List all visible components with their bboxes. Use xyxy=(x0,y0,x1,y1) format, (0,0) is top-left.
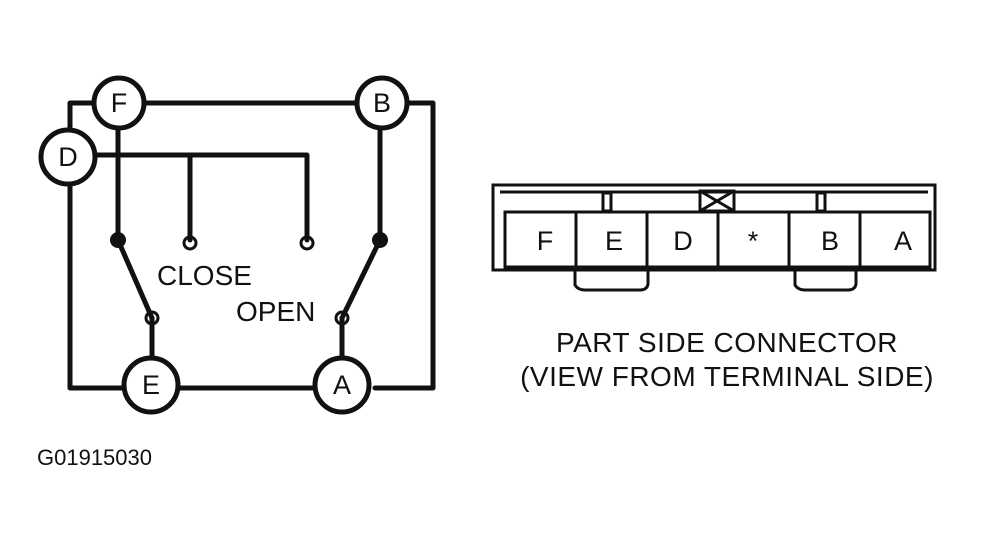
switch-arm-right xyxy=(339,237,383,321)
connector-caption-title: PART SIDE CONNECTOR xyxy=(556,327,898,358)
contact-filled-right xyxy=(372,232,388,248)
wire-f-d xyxy=(67,100,101,133)
open-label: OPEN xyxy=(236,296,315,327)
terminal-b-label: B xyxy=(373,88,391,118)
contact-open-a xyxy=(334,310,350,326)
contact-open-close-right xyxy=(299,235,315,251)
close-label: CLOSE xyxy=(157,260,252,291)
connector-pin: F xyxy=(537,226,554,256)
terminal-a-label: A xyxy=(333,370,351,400)
connector-key-left xyxy=(601,191,613,213)
connector-housing xyxy=(491,183,937,272)
switch-arm-left xyxy=(115,237,155,321)
terminal-d: D xyxy=(38,127,98,187)
connector-pin: * xyxy=(748,226,759,256)
terminal-a: A xyxy=(312,355,372,415)
wire-b-a-right xyxy=(372,100,436,391)
connector-key-right xyxy=(815,191,827,213)
connector-caption-subtitle: (VIEW FROM TERMINAL SIDE) xyxy=(520,361,934,392)
connector-tab-right xyxy=(793,270,858,292)
wire-d-open-contact xyxy=(92,152,310,243)
connector-pin: A xyxy=(894,226,912,256)
figure-code: G01915030 xyxy=(37,445,152,470)
terminal-f-label: F xyxy=(111,88,128,118)
terminal-e: E xyxy=(121,355,181,415)
connector: F E D * B A xyxy=(491,183,937,292)
terminal-e-label: E xyxy=(142,370,160,400)
contact-filled-left xyxy=(110,232,126,248)
contact-open-close-left xyxy=(182,235,198,251)
contact-open-e xyxy=(144,310,160,326)
connector-pin: E xyxy=(605,226,623,256)
terminal-b: B xyxy=(354,75,410,131)
connector-pin: B xyxy=(821,226,839,256)
wire-d-e-left xyxy=(67,182,125,391)
connector-pin: D xyxy=(673,226,693,256)
terminal-d-label: D xyxy=(58,142,78,172)
connector-tab-left xyxy=(573,270,650,292)
terminal-f: F xyxy=(91,75,147,131)
switch-contacts xyxy=(110,232,388,326)
